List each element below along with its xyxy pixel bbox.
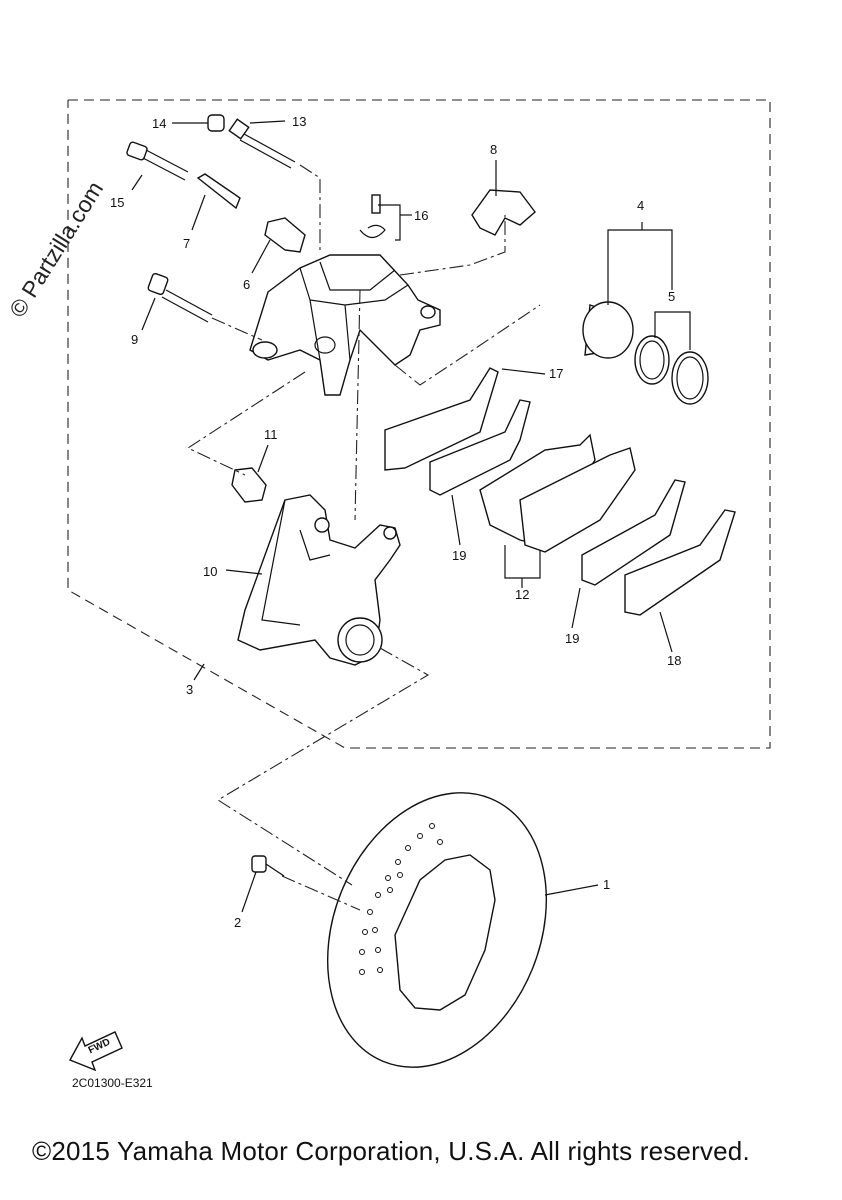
seals-5 [634,335,709,405]
caliper-body [249,254,441,396]
callout-7: 7 [183,236,191,251]
callout-1: 1 [603,877,611,892]
mounting-bolt-2 [251,855,285,877]
pad-19-left [429,399,531,496]
caliper-bracket [237,494,401,666]
callout-9: 9 [131,332,139,347]
callout-16: 16 [414,208,429,223]
cap-14 [207,114,225,132]
pad-spring-8 [471,189,536,236]
callout-6: 6 [243,277,251,292]
piston-4 [582,301,634,359]
callout-19-right: 19 [565,631,580,646]
boot-11 [231,467,267,503]
callout-15: 15 [110,195,125,210]
assembly-boundary [67,99,771,749]
bolt-9 [147,272,213,323]
callout-2: 2 [234,915,242,930]
callout-17: 17 [549,366,564,381]
callout-19-left: 19 [452,548,467,563]
bolt-13 [228,118,296,169]
callout-10: 10 [203,564,218,579]
pad-set-12 [479,433,636,553]
pad-19-right [581,479,686,586]
bolt-15 [126,141,189,181]
assembly-lines [186,164,541,911]
callout-14: 14 [152,116,167,131]
fwd-arrow-icon [69,1031,123,1072]
callout-13: 13 [292,114,307,129]
leader-lines [131,120,691,913]
boot-6 [264,217,306,253]
disc-vent-holes [359,823,443,975]
pad-shim-18 [624,509,736,616]
callout-3: 3 [186,682,194,697]
callout-4: 4 [637,198,645,213]
callout-18: 18 [667,653,682,668]
callout-5: 5 [668,289,676,304]
callout-11: 11 [264,427,278,442]
diagram-code: 2C01300-E321 [72,1076,153,1090]
callout-12: 12 [515,587,530,602]
brake-disc [326,792,548,1068]
callout-8: 8 [490,142,498,157]
copyright-notice: ©2015 Yamaha Motor Corporation, U.S.A. A… [32,1136,750,1166]
pad-shim-17 [384,367,499,471]
pin-7 [196,173,241,210]
bleed-screw-16 [359,194,386,239]
